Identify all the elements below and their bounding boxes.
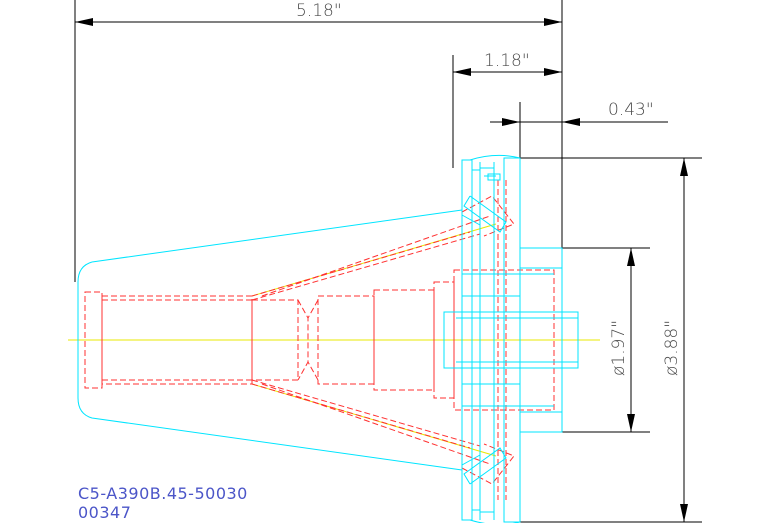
pilot-diameter-dim: ø1.97" (609, 320, 629, 376)
dimension-lines (74, 0, 702, 523)
flange-length-dim: 1.18" (484, 51, 530, 71)
flange-diameter-dim: ø3.88" (662, 320, 682, 376)
dimension-arrows (75, 18, 688, 522)
part-number: C5-A390B.45-50030 (78, 484, 248, 503)
overall-length-dim: 5.18" (296, 1, 342, 21)
outline (77, 154, 579, 523)
drawing-number: 00347 (78, 503, 132, 522)
flange-offset-dim: 0.43" (608, 100, 654, 120)
